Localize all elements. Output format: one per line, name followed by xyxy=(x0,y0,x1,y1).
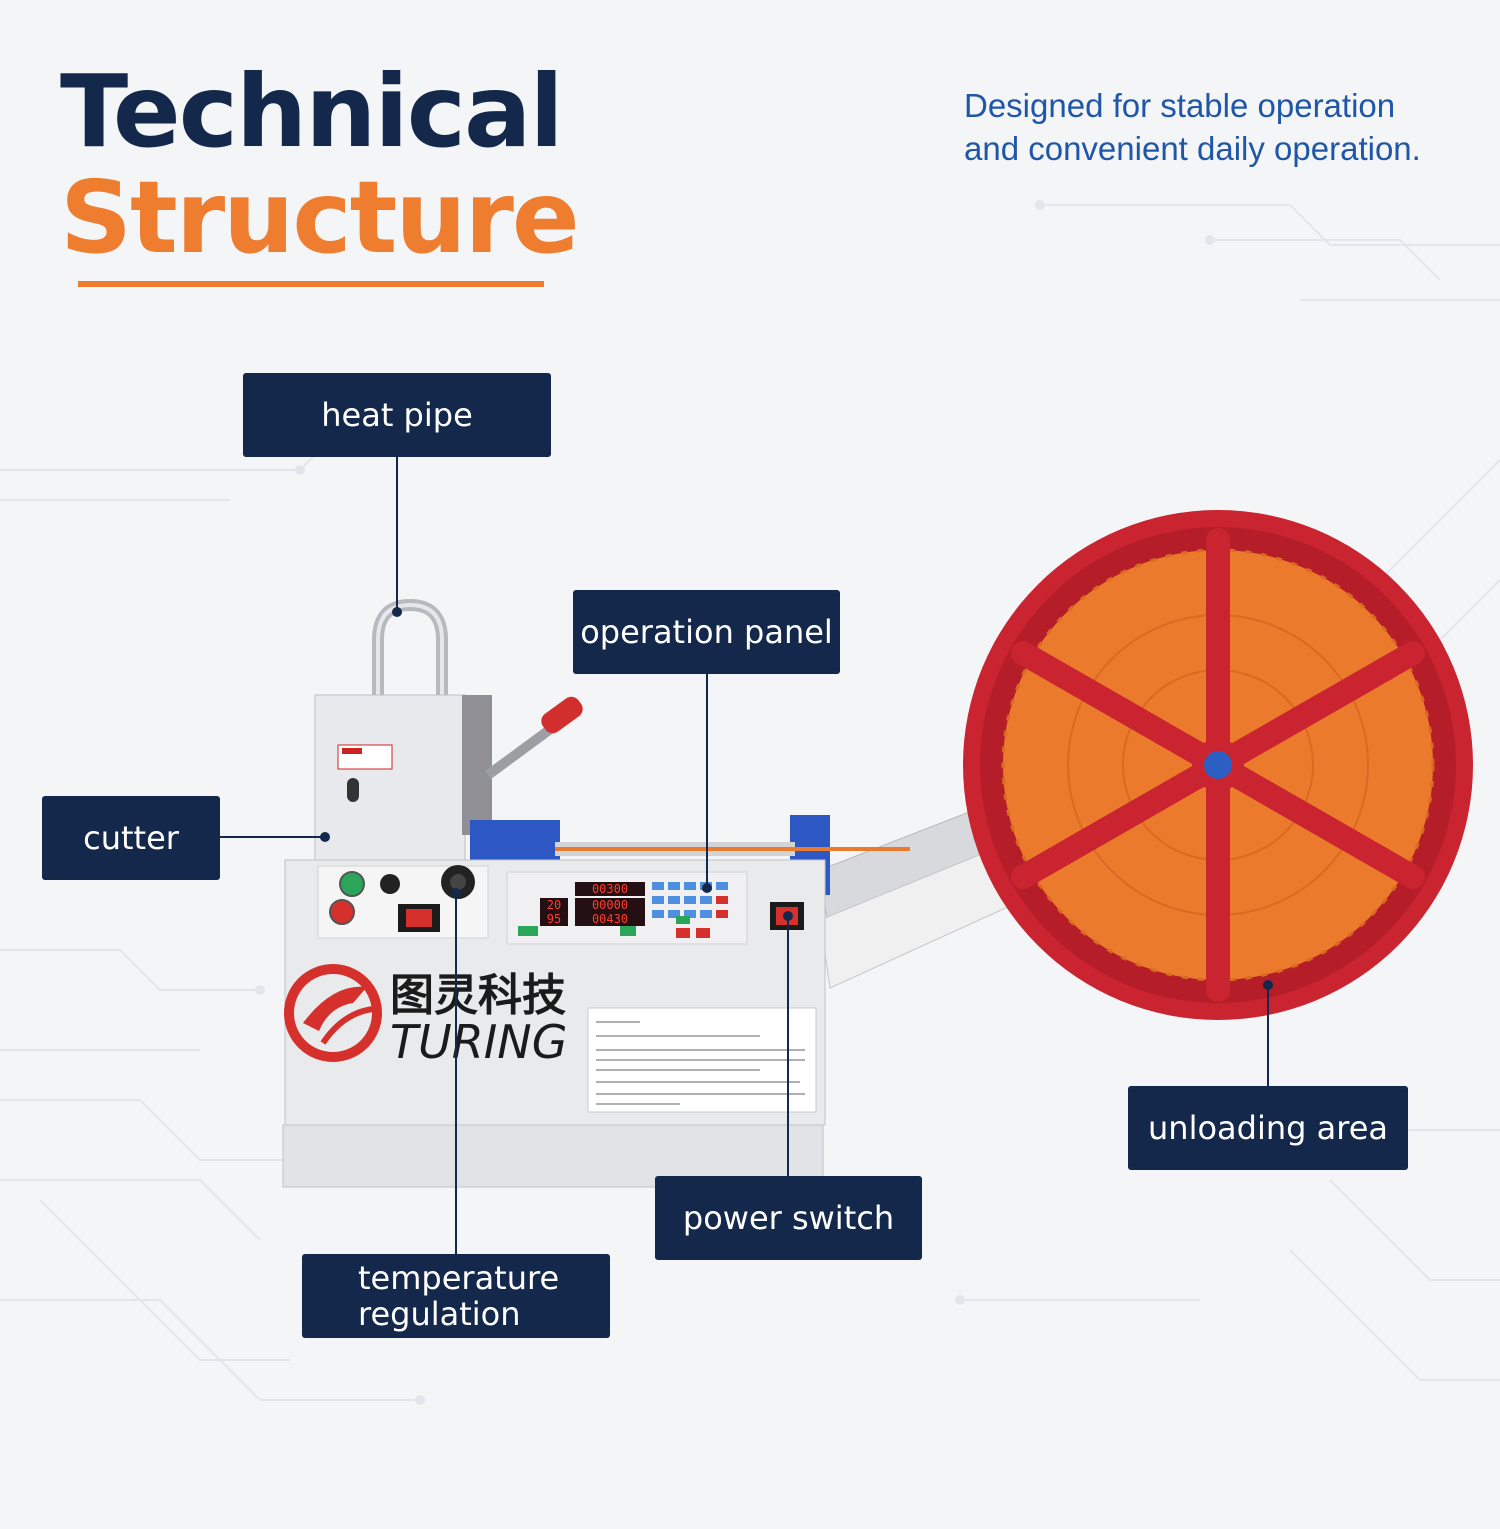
cutter-housing xyxy=(314,694,466,866)
panel-readout-2b: 00000 xyxy=(592,898,628,912)
callout-cutter: cutter xyxy=(42,796,220,880)
callout-operation-panel-label: operation panel xyxy=(580,613,833,651)
callout-power-switch-label: power switch xyxy=(682,1199,895,1237)
tagline: Designed for stable operation and conven… xyxy=(964,84,1421,170)
callout-heat-pipe: heat pipe xyxy=(243,373,551,457)
title-line-structure: Structure xyxy=(60,159,580,276)
callout-power-switch: power switch xyxy=(655,1176,922,1260)
callout-operation-panel: operation panel xyxy=(573,590,840,674)
title-line-technical: Technical xyxy=(60,53,564,170)
turing-logo-mark xyxy=(284,964,382,1062)
callout-temperature-regulation-line-1: temperature xyxy=(358,1259,560,1297)
brand-latin-name: TURING xyxy=(390,1015,567,1069)
panel-readout-1: 00300 xyxy=(592,882,628,896)
reel xyxy=(963,510,1473,1020)
panel-readout-3b: 00430 xyxy=(592,912,628,926)
brand-chinese-name: 图灵科技 xyxy=(390,970,566,1021)
callout-unloading-area-label: unloading area xyxy=(1148,1109,1388,1147)
panel-readout-3a: 95 xyxy=(547,912,561,926)
title-underline xyxy=(78,281,544,287)
callout-cutter-label: cutter xyxy=(83,819,179,857)
callout-temperature-regulation: temperature regulation xyxy=(302,1254,610,1338)
tagline-line-2: and convenient daily operation. xyxy=(964,130,1421,167)
panel-readout-2a: 20 xyxy=(547,898,561,912)
page-title: Technical Structure xyxy=(60,53,580,276)
tagline-line-1: Designed for stable operation xyxy=(964,87,1396,124)
callout-temperature-regulation-line-2: regulation xyxy=(358,1295,521,1333)
callout-heat-pipe-label: heat pipe xyxy=(321,396,473,434)
callout-unloading-area: unloading area xyxy=(1128,1086,1408,1170)
